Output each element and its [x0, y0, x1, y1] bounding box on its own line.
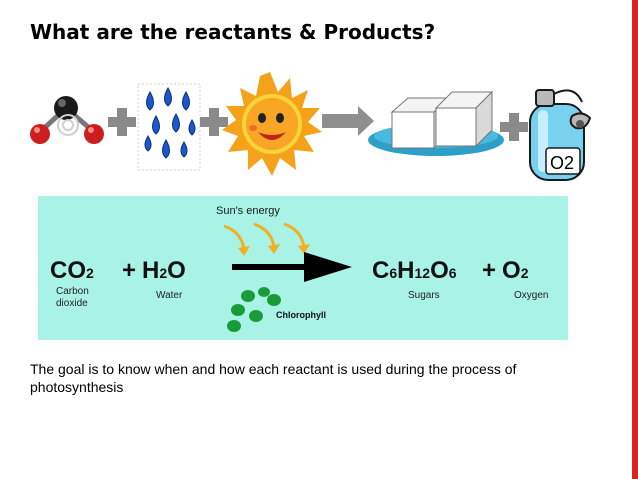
plus-icon	[200, 108, 228, 136]
glucose-c-subscript: 6	[389, 265, 397, 281]
co2-molecule-icon	[30, 96, 104, 144]
svg-text:C6H12O6: C6H12O6	[372, 257, 457, 284]
co2-subscript: 2	[86, 265, 94, 281]
o2-subscript: 2	[521, 265, 529, 281]
h2o-subscript: 2	[159, 265, 167, 281]
svg-text:+O2: +O2	[482, 257, 529, 284]
co2-name-line1: Carbon	[56, 286, 89, 297]
plus-icon	[500, 113, 528, 141]
glucose-h: H	[397, 257, 414, 284]
svg-text:CO2: CO2	[50, 257, 94, 284]
body-text: The goal is to know when and how each re…	[30, 361, 517, 395]
co2-formula: CO	[50, 257, 86, 284]
oxygen-tank-icon: O2	[529, 89, 592, 181]
glucose-o-subscript: 6	[449, 265, 457, 281]
slide-title: What are the reactants & Products?	[30, 20, 436, 44]
energy-arrows-icon	[223, 222, 310, 256]
glucose-o: O	[430, 257, 449, 284]
suns-energy-label: Sun's energy	[216, 205, 280, 217]
h2o-o: O	[167, 257, 186, 284]
h2o-name: Water	[156, 290, 183, 301]
o2-name: Oxygen	[514, 290, 548, 301]
co2-name-line2: dioxide	[56, 298, 88, 309]
h2o-plus: +	[122, 257, 136, 284]
chlorophyll-icon	[227, 287, 281, 332]
water-drops-icon	[137, 83, 201, 171]
o2-plus: +	[482, 257, 496, 284]
illustration-row: O2	[30, 72, 592, 181]
svg-text:+H2O: +H2O	[122, 257, 186, 284]
glucose-name: Sugars	[408, 290, 440, 301]
h2o-h: H	[142, 257, 159, 284]
plus-icon	[108, 108, 136, 136]
arrow-right-icon	[322, 106, 374, 136]
glucose-c: C	[372, 257, 389, 284]
sugar-cubes-icon	[368, 90, 504, 156]
chlorophyll-label: Chlorophyll	[276, 310, 326, 320]
o2-formula: O	[502, 257, 521, 284]
glucose-h-subscript: 12	[414, 265, 430, 281]
slide-accent-bar	[632, 0, 638, 479]
sun-icon	[222, 72, 322, 176]
reaction-arrow-icon	[232, 252, 352, 282]
equation-panel: Sun's energy CO2 Carbon dioxide +H2O Wat…	[38, 196, 568, 340]
o2-tank-label: O2	[550, 153, 574, 173]
photosynthesis-equation: Sun's energy CO2 Carbon dioxide +H2O Wat…	[50, 205, 548, 332]
